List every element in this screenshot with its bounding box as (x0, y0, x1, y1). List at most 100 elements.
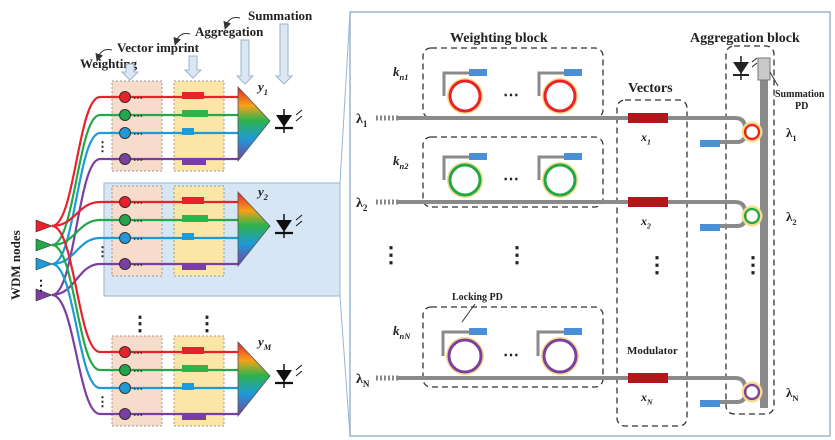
vector-bar (182, 413, 206, 420)
wdm-line (51, 293, 256, 416)
output-label-y2: y2 (256, 184, 269, 202)
weight-ellipsis: ⋯ (503, 171, 519, 188)
weight-ring (119, 408, 131, 420)
weight-ring (119, 346, 131, 358)
vector-bar (182, 233, 194, 240)
vdots-vectors: ⋮ (197, 313, 217, 335)
summation-pd-icon (733, 56, 758, 80)
wdm-line (51, 113, 255, 247)
combiner-prism (237, 340, 271, 418)
agg-lambda-label: λN (786, 385, 798, 403)
wdm-nodes-label: WDM nodes (8, 230, 23, 300)
aggregation-block-title: Aggregation block (690, 31, 800, 46)
row-ellipsis: ⋯ (133, 348, 143, 359)
vector-bar (182, 365, 208, 372)
vdots-weights-r: ⋮ (506, 242, 528, 267)
agg-lambda-label: λ2 (786, 209, 797, 227)
zoom-line-top (339, 11, 351, 184)
weight-label: kn2 (393, 153, 409, 171)
row-ellipsis: ⋯ (133, 234, 143, 245)
locking-pd (564, 328, 582, 335)
combiner-prism (237, 85, 271, 163)
left-block-2: ⋯⋯⋯⋯⋮y2 (51, 184, 303, 297)
vectors-title: Vectors (628, 81, 673, 96)
weight-drop-guide (536, 330, 566, 356)
weight-drop-guide (442, 155, 471, 180)
row-ellipsis: ⋯ (133, 384, 143, 395)
row-ellipsis: ⋯ (133, 260, 143, 271)
vdots-agg-r: ⋮ (742, 252, 764, 277)
weight-label: kn1 (393, 64, 408, 82)
weight-box-n (422, 306, 604, 388)
weight-ring (119, 153, 131, 165)
weight-ring (542, 338, 578, 374)
wdm-line (51, 95, 255, 228)
arrow-aggregation (173, 33, 191, 46)
vector-bar (182, 128, 194, 135)
weight-ring (119, 382, 131, 394)
tap-pd (700, 224, 720, 231)
lane-vdots: ⋮ (96, 394, 109, 409)
photodetector-icon (275, 364, 303, 388)
aggregation-label: Aggregation (195, 24, 264, 39)
locking-pd (564, 69, 582, 76)
row-ellipsis: ⋯ (133, 129, 143, 140)
left-block-1: ⋯ ⋯ ⋯ ⋯ ⋮ y1 (51, 79, 303, 297)
channel-row-2: λ2 λ2 kn2 ⋯ x2 (356, 153, 797, 231)
wdm-source (35, 257, 53, 271)
locking-pd (469, 69, 487, 76)
modulator (628, 373, 668, 383)
lane-vdots: ⋮ (96, 139, 109, 154)
stage-down-arrows (120, 23, 294, 85)
wdm-line (51, 120, 255, 266)
locking-pd (564, 153, 582, 160)
weight-ring (543, 163, 577, 197)
aggregation-ring (743, 123, 761, 141)
vector-bar (182, 158, 206, 165)
wdm-line (51, 224, 255, 377)
output-label-y1: y1 (256, 79, 268, 97)
vector-label: x2 (640, 214, 651, 231)
left-block-3: ⋯⋯⋯⋯⋮yM (51, 224, 303, 427)
aggregation-ring (743, 383, 761, 401)
row-ellipsis: ⋯ (133, 410, 143, 421)
row-ellipsis: ⋯ (133, 93, 143, 104)
summation-pd-label-2: PD (795, 101, 808, 112)
wdm-source (35, 238, 53, 252)
aggregation-ring (743, 207, 761, 225)
weight-ring (119, 91, 131, 103)
wdm-line (51, 218, 255, 247)
weight-ring (119, 109, 131, 121)
weight-ring (119, 214, 131, 226)
vector-bar (182, 197, 204, 204)
arrow-summation (223, 17, 241, 30)
weight-drop-guide (441, 330, 471, 356)
row-ellipsis: ⋯ (133, 155, 143, 166)
summation-pd-pointer (769, 71, 779, 87)
arrow-vector-imprint (95, 49, 113, 62)
weight-box-2 (422, 136, 604, 208)
weight-ring (447, 338, 483, 374)
wdm-line (51, 262, 255, 390)
wdm-line (51, 200, 255, 228)
photodetector-icon (275, 109, 303, 133)
aggregation-box (725, 45, 775, 415)
summation-label: Summation (248, 8, 313, 23)
locking-pd-pointer (461, 303, 476, 323)
row-ellipsis: ⋯ (133, 198, 143, 209)
modulator (628, 197, 668, 207)
weight-ellipsis: ⋯ (503, 87, 519, 104)
weight-ring (448, 79, 482, 113)
lambda-label: λ1 (356, 112, 368, 129)
lane-vdots: ⋮ (96, 244, 109, 259)
weight-ellipsis: ⋯ (503, 347, 519, 364)
row-ellipsis: ⋯ (133, 111, 143, 122)
lambda-label: λ2 (356, 196, 368, 213)
vector-bar (182, 110, 208, 117)
weight-ring (119, 196, 131, 208)
vdots-vectors-r: ⋮ (646, 252, 668, 277)
vdots-lambda: ⋮ (380, 242, 402, 267)
weight-ring (119, 127, 131, 139)
